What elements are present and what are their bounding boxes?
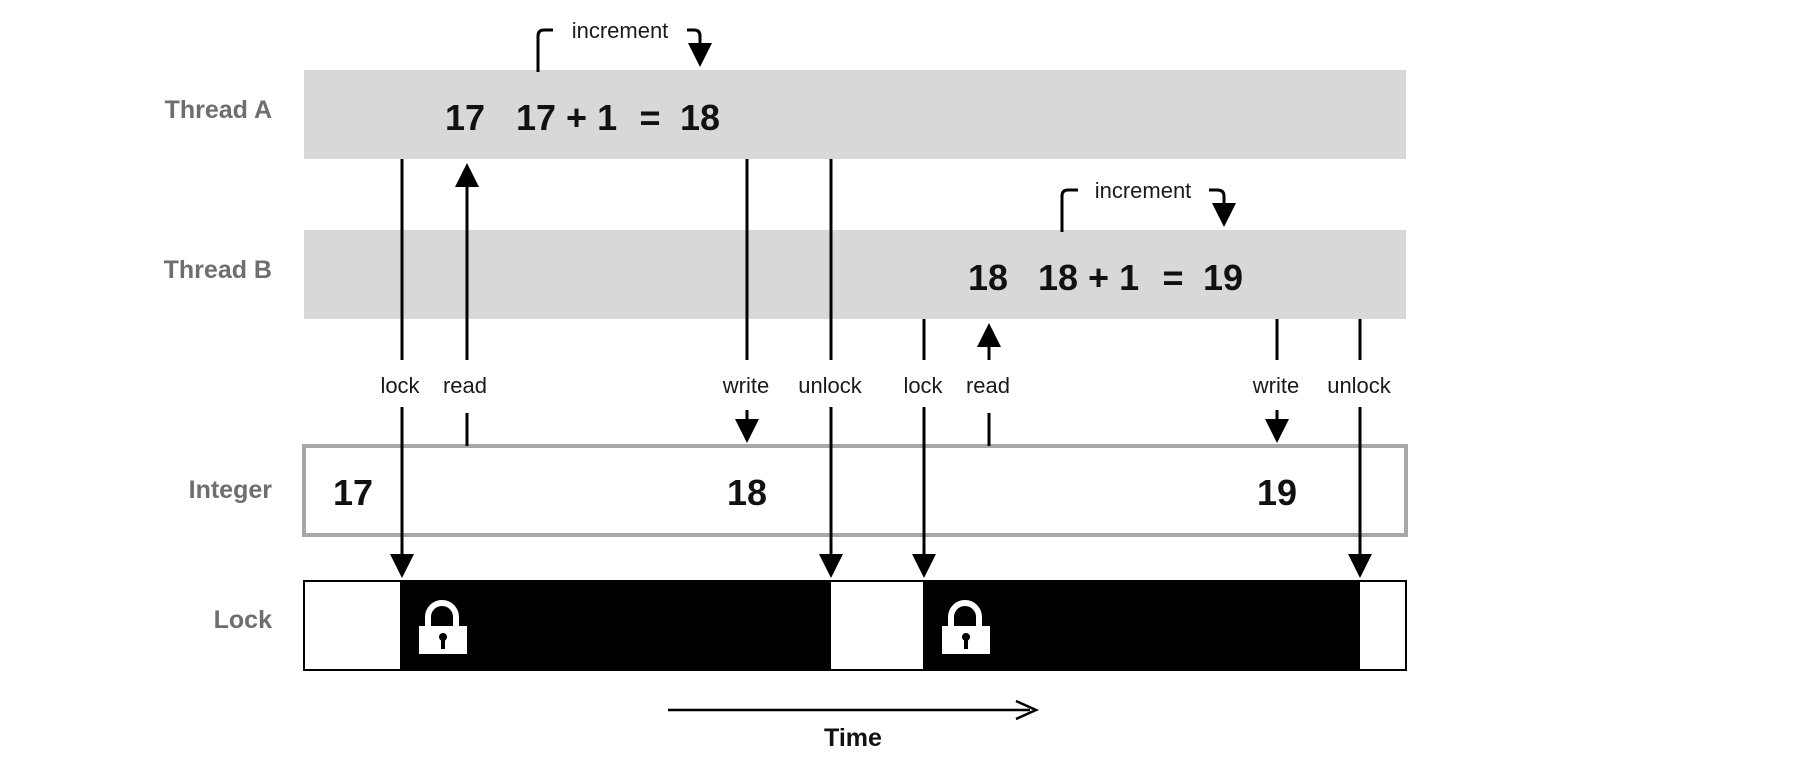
thread-b-band	[304, 230, 1406, 319]
lock-held-b	[923, 581, 1360, 670]
time-label: Time	[824, 724, 882, 752]
b-lock-label: lock	[903, 373, 943, 398]
b-write-label: write	[1252, 373, 1299, 398]
a-lock-label: lock	[380, 373, 420, 398]
time-arrow-head	[1015, 699, 1040, 721]
b-unlock-label: unlock	[1327, 373, 1392, 398]
thread-b-increment-bracket	[1060, 188, 1078, 232]
a-unlock-label: unlock	[798, 373, 863, 398]
thread-b-read-value: 18	[968, 257, 1008, 298]
integer-value-initial: 17	[333, 472, 373, 513]
thread-b-result: 19	[1203, 257, 1243, 298]
padlock-icon	[419, 600, 467, 654]
thread-a-increment-label: increment	[572, 18, 669, 43]
thread-b-increment-arrow	[1209, 188, 1236, 227]
lock-held-a	[400, 581, 831, 670]
thread-a-read-value: 17	[445, 97, 485, 138]
thread-a-expression: 17 + 1	[516, 97, 617, 138]
lock-label: Lock	[214, 606, 272, 634]
thread-a-band	[304, 70, 1406, 159]
a-read-label: read	[443, 373, 487, 398]
thread-a-result: 18	[680, 97, 720, 138]
thread-a-increment-arrow	[687, 28, 712, 67]
b-read-label: read	[966, 373, 1010, 398]
thread-a-increment-bracket	[536, 28, 553, 72]
thread-b-label: Thread B	[164, 256, 272, 284]
integer-value-after-b: 19	[1257, 472, 1297, 513]
thread-a-label: Thread A	[165, 96, 272, 124]
thread-b-equals: =	[1162, 257, 1183, 298]
integer-value-after-a: 18	[727, 472, 767, 513]
thread-b-expression: 18 + 1	[1038, 257, 1139, 298]
a-write-label: write	[722, 373, 769, 398]
thread-a-equals: =	[639, 97, 660, 138]
integer-box	[302, 444, 1408, 537]
thread-b-increment-label: increment	[1095, 178, 1192, 203]
padlock-icon	[942, 600, 990, 654]
integer-label: Integer	[189, 476, 273, 504]
